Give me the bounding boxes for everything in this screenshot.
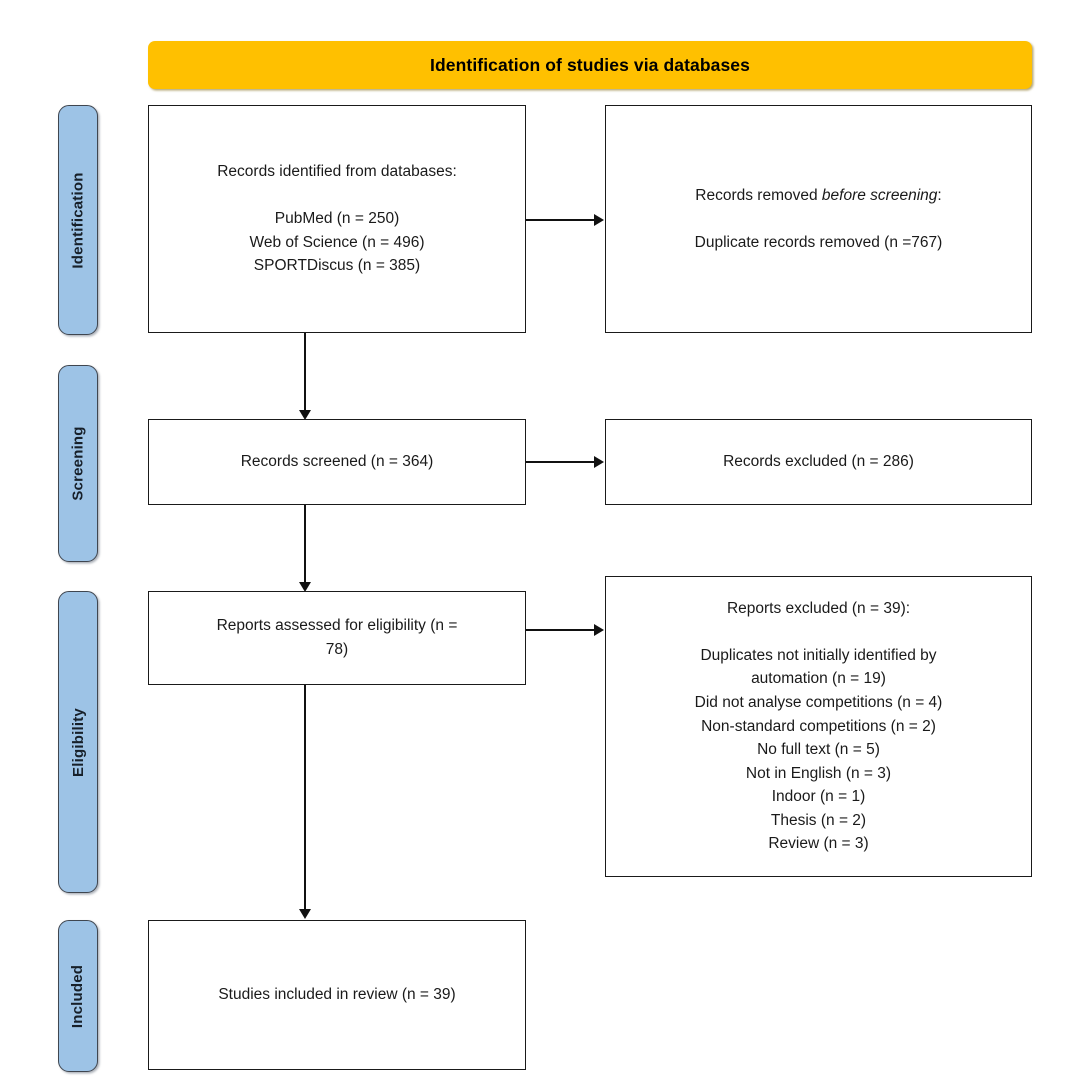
reports-excluded-reason-4: No full text (n = 5) bbox=[757, 741, 880, 759]
box-records-screened: Records screened (n = 364) bbox=[148, 419, 526, 505]
records-identified-heading: Records identified from databases: bbox=[217, 163, 457, 181]
stage-tab-identification-label: Identification bbox=[69, 171, 87, 269]
stage-tab-included-label: Included bbox=[69, 964, 87, 1028]
stage-tab-included: Included bbox=[58, 920, 98, 1072]
arrow-identified-to-screened bbox=[304, 333, 306, 411]
reports-excluded-reason-6: Indoor (n = 1) bbox=[771, 788, 866, 806]
records-identified-source-pubmed: PubMed (n = 250) bbox=[274, 210, 400, 228]
reports-excluded-reason-1b: automation (n = 19) bbox=[751, 670, 886, 688]
reports-excluded-reason-7: Thesis (n = 2) bbox=[770, 811, 867, 829]
reports-excluded-reason-3: Non-standard competitions (n = 2) bbox=[701, 717, 936, 735]
records-removed-heading: Records removed before screening: bbox=[616, 184, 1021, 208]
records-removed-detail: Duplicate records removed (n =767) bbox=[694, 233, 943, 251]
reports-excluded-heading: Reports excluded (n = 39): bbox=[726, 600, 911, 618]
records-removed-heading-suffix: : bbox=[937, 186, 942, 204]
records-excluded-text: Records excluded (n = 286) bbox=[723, 453, 914, 471]
reports-excluded-reason-1a: Duplicates not initially identified by bbox=[700, 646, 937, 664]
studies-included-text: Studies included in review (n = 39) bbox=[218, 986, 456, 1004]
stage-tab-identification: Identification bbox=[58, 105, 98, 335]
diagram-title: Identification of studies via databases bbox=[430, 54, 750, 75]
arrow-assessed-to-excluded bbox=[526, 629, 595, 631]
arrow-screened-to-assessed bbox=[304, 505, 306, 583]
diagram-header-banner: Identification of studies via databases bbox=[148, 41, 1032, 89]
box-records-identified: Records identified from databases: PubMe… bbox=[148, 105, 526, 333]
box-records-removed: Records removed before screening: Duplic… bbox=[605, 105, 1032, 333]
reports-excluded-reason-5: Not in English (n = 3) bbox=[745, 764, 892, 782]
box-reports-assessed: Reports assessed for eligibility (n = 78… bbox=[148, 591, 526, 685]
stage-tab-screening: Screening bbox=[58, 365, 98, 562]
stage-tab-eligibility-label: Eligibility bbox=[69, 707, 87, 777]
arrow-identified-to-removed bbox=[526, 219, 595, 221]
records-screened-text: Records screened (n = 364) bbox=[240, 453, 434, 471]
reports-excluded-reason-2: Did not analyse competitions (n = 4) bbox=[694, 694, 943, 712]
box-studies-included: Studies included in review (n = 39) bbox=[148, 920, 526, 1070]
reports-assessed-line-2: 78) bbox=[325, 641, 349, 658]
stage-tab-screening-label: Screening bbox=[69, 426, 87, 501]
arrow-assessed-to-included bbox=[304, 685, 306, 910]
records-identified-source-web-of-science: Web of Science (n = 496) bbox=[249, 233, 425, 251]
reports-excluded-reason-8: Review (n = 3) bbox=[768, 835, 869, 853]
records-identified-source-sportdiscus: SPORTDiscus (n = 385) bbox=[253, 257, 421, 275]
box-records-excluded: Records excluded (n = 286) bbox=[605, 419, 1032, 505]
records-removed-heading-italic: before screening bbox=[821, 186, 938, 204]
stage-tab-eligibility: Eligibility bbox=[58, 591, 98, 893]
records-removed-heading-prefix: Records removed bbox=[695, 186, 822, 204]
box-reports-excluded: Reports excluded (n = 39): Duplicates no… bbox=[605, 576, 1032, 877]
reports-assessed-line-1: Reports assessed for eligibility (n = bbox=[216, 617, 458, 635]
arrow-screened-to-excluded bbox=[526, 461, 595, 463]
